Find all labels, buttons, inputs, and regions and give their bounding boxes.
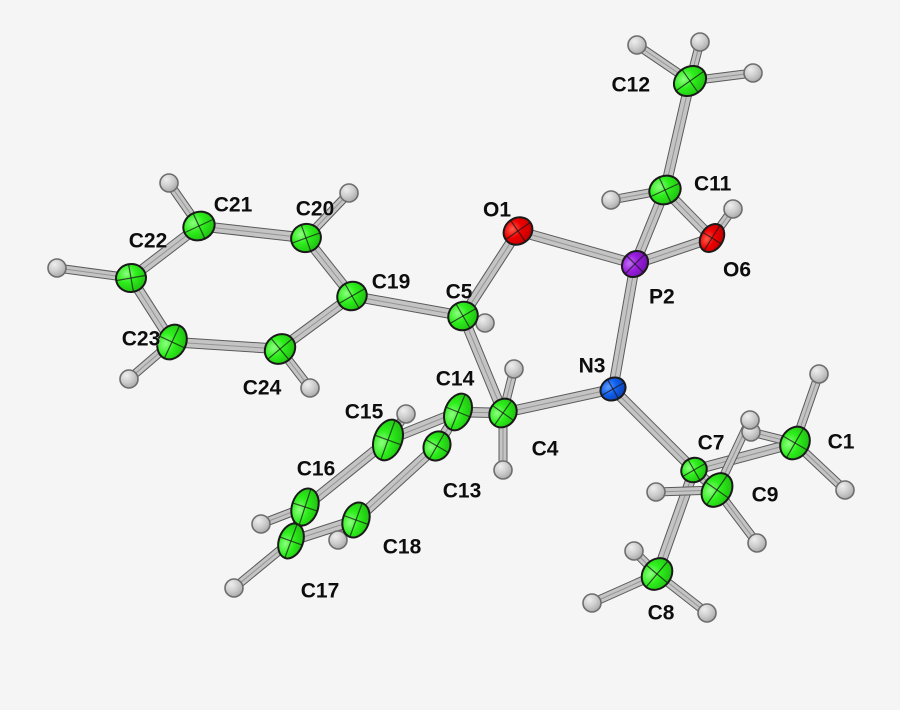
bond-O1-C5 xyxy=(457,225,524,322)
atom-label-C24: C24 xyxy=(243,377,282,400)
atom-label-C22: C22 xyxy=(129,230,168,253)
atom-label-C21: C21 xyxy=(214,194,253,217)
atom-C11 xyxy=(648,174,682,206)
atom-label-C15: C15 xyxy=(345,401,384,424)
atom-label-C11: C11 xyxy=(694,173,732,196)
hydrogen-atom-H21 xyxy=(159,173,179,193)
atom-label-C12: C12 xyxy=(611,74,650,97)
atom-C20 xyxy=(290,222,322,254)
bond-C20-C21 xyxy=(193,220,312,244)
bond-P2-N3 xyxy=(607,258,641,395)
atom-C5 xyxy=(447,300,479,332)
bond-C7-C1 xyxy=(688,437,801,476)
atom-label-N3: N3 xyxy=(579,355,606,378)
hydrogen-atom-H17 xyxy=(224,578,244,598)
hydrogen-atom-H16 xyxy=(251,514,271,534)
atom-label-C7: C7 xyxy=(698,432,725,455)
bond-C13-C18 xyxy=(350,440,443,526)
hydrogen-atom-H4B xyxy=(493,460,513,480)
atom-label-C8: C8 xyxy=(648,602,675,625)
atom-O1 xyxy=(502,216,534,246)
atom-C24 xyxy=(263,333,297,365)
atom-label-C4: C4 xyxy=(532,438,559,461)
atom-C21 xyxy=(182,210,216,242)
hydrogen-atom-H9B xyxy=(646,482,666,502)
atom-label-O6: O6 xyxy=(723,259,751,282)
atom-label-C18: C18 xyxy=(383,536,422,559)
bond-N3-C7 xyxy=(607,383,700,476)
atom-C17 xyxy=(277,522,305,560)
hydrogen-atom-H9C xyxy=(747,533,767,553)
atom-C7 xyxy=(680,456,708,484)
bond-C5-C4 xyxy=(457,310,509,419)
atom-C8 xyxy=(640,557,674,591)
hydrogen-atom-H12C xyxy=(743,63,763,83)
bond-C4-N3 xyxy=(497,383,619,419)
atom-C16 xyxy=(290,487,320,527)
hydrogen-atom-H8B xyxy=(582,593,602,613)
atom-layer xyxy=(47,32,855,623)
hydrogen-atom-H8A xyxy=(624,541,644,561)
atom-label-P2: P2 xyxy=(649,286,675,309)
hydrogen-atom-H1B xyxy=(835,480,855,500)
atom-label-C14: C14 xyxy=(436,368,475,391)
hydrogen-atom-H18 xyxy=(328,530,348,550)
atom-C15 xyxy=(372,418,404,462)
atom-label-C17: C17 xyxy=(301,580,340,603)
hydrogen-atom-H12A xyxy=(627,35,647,55)
hydrogen-atom-H6 xyxy=(723,199,743,219)
atom-C13 xyxy=(422,430,452,462)
bond-P2-O1 xyxy=(512,225,641,270)
hydrogen-atom-H22 xyxy=(47,258,67,278)
atom-label-C5: C5 xyxy=(446,281,473,304)
atom-P2 xyxy=(620,249,650,279)
bond-C5-C19 xyxy=(346,290,469,322)
atom-label-C20: C20 xyxy=(296,198,335,221)
atom-C4 xyxy=(488,397,518,429)
hydrogen-atom-H24 xyxy=(300,378,320,398)
hydrogen-atom-H12B xyxy=(690,32,710,52)
atom-C12 xyxy=(672,64,708,98)
atom-label-C9: C9 xyxy=(752,484,779,507)
hydrogen-atom-H20 xyxy=(339,183,359,203)
atom-label-C19: C19 xyxy=(372,271,411,294)
hydrogen-atom-H1A xyxy=(809,364,829,384)
atom-C22 xyxy=(115,262,147,294)
atom-O6 xyxy=(698,223,726,253)
bond-C12-C11 xyxy=(659,75,696,196)
atom-label-C23: C23 xyxy=(122,328,161,351)
atom-label-C13: C13 xyxy=(443,480,482,503)
hydrogen-atom-H15 xyxy=(396,404,416,424)
atom-N3 xyxy=(599,376,627,402)
hydrogen-atom-H23 xyxy=(119,369,139,389)
hydrogen-atom-H11 xyxy=(601,190,621,210)
atom-C9 xyxy=(700,472,734,508)
atom-label-O1: O1 xyxy=(483,199,511,222)
hydrogen-atom-H9A xyxy=(740,410,760,430)
bond-C23-C24 xyxy=(166,336,286,355)
hydrogen-atom-H4A xyxy=(504,359,524,379)
atom-label-C16: C16 xyxy=(297,458,336,481)
atom-C18 xyxy=(341,501,371,539)
hydrogen-atom-H8C xyxy=(697,603,717,623)
atom-C14 xyxy=(443,392,473,432)
atom-C19 xyxy=(336,280,368,312)
atom-C1 xyxy=(779,425,811,461)
atom-C23 xyxy=(156,323,188,361)
atom-label-C1: C1 xyxy=(828,431,855,454)
